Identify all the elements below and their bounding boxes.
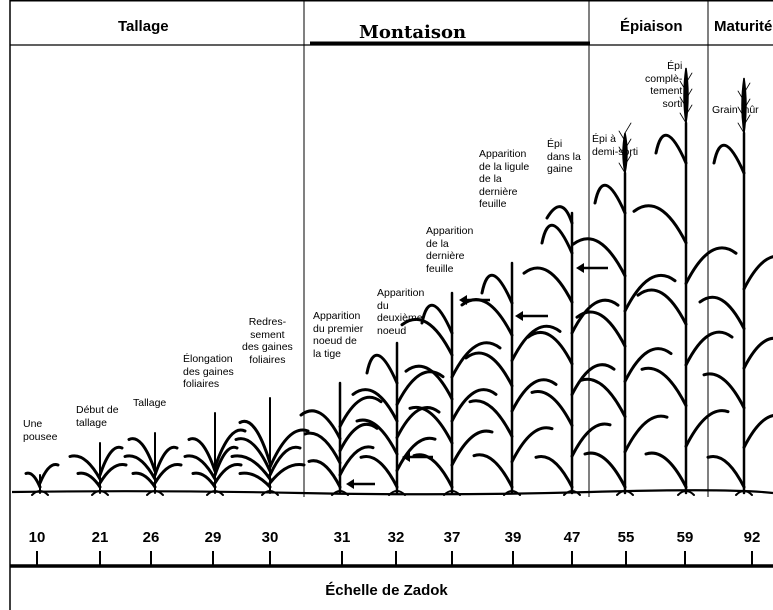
plant-30 bbox=[230, 397, 310, 496]
plant-29 bbox=[183, 412, 247, 496]
arrow-2 bbox=[402, 452, 433, 462]
plant-illustrations bbox=[11, 67, 773, 496]
plant-59 bbox=[632, 67, 738, 496]
plant-32 bbox=[351, 341, 445, 496]
scale-code-31: 31 bbox=[333, 529, 351, 546]
plant-55 bbox=[571, 122, 677, 496]
arrow-5 bbox=[576, 263, 608, 273]
scale-code-29: 29 bbox=[204, 529, 222, 546]
scale-code-30: 30 bbox=[261, 529, 279, 546]
scale-code-32: 32 bbox=[387, 529, 405, 546]
scale-title: Échelle de Zadok bbox=[325, 582, 448, 599]
plant-92 bbox=[698, 77, 773, 496]
scale-code-59: 59 bbox=[676, 529, 694, 546]
plant-31 bbox=[299, 381, 383, 496]
growth-arrows bbox=[346, 263, 608, 489]
plant-26 bbox=[123, 432, 183, 496]
plant-47 bbox=[522, 205, 620, 496]
header-tallage: Tallage bbox=[118, 18, 169, 35]
scale-code-39: 39 bbox=[504, 529, 522, 546]
scale-code-47: 47 bbox=[563, 529, 581, 546]
scale-code-55: 55 bbox=[617, 529, 635, 546]
arrow-3 bbox=[459, 295, 490, 305]
scale-code-92: 92 bbox=[743, 529, 761, 546]
frame-lines bbox=[9, 0, 773, 610]
plant-10 bbox=[24, 463, 60, 496]
header-maturite: Maturité bbox=[714, 18, 773, 35]
scale-code-37: 37 bbox=[443, 529, 461, 546]
stage-label-92: Grain mûr bbox=[712, 104, 759, 116]
plant-39 bbox=[460, 261, 562, 496]
scale-code-21: 21 bbox=[91, 529, 109, 546]
scale-ticks bbox=[36, 551, 753, 566]
stage-label-26: Tallage bbox=[133, 397, 167, 409]
plant-37 bbox=[400, 291, 502, 496]
header-epiaison: Épiaison bbox=[620, 18, 683, 35]
header-montaison: Montaison bbox=[359, 22, 467, 43]
scale-code-10: 10 bbox=[28, 529, 46, 546]
arrow-1 bbox=[346, 479, 375, 489]
scale-code-26: 26 bbox=[142, 529, 160, 546]
arrow-4 bbox=[515, 311, 548, 321]
plant-21 bbox=[68, 442, 128, 496]
